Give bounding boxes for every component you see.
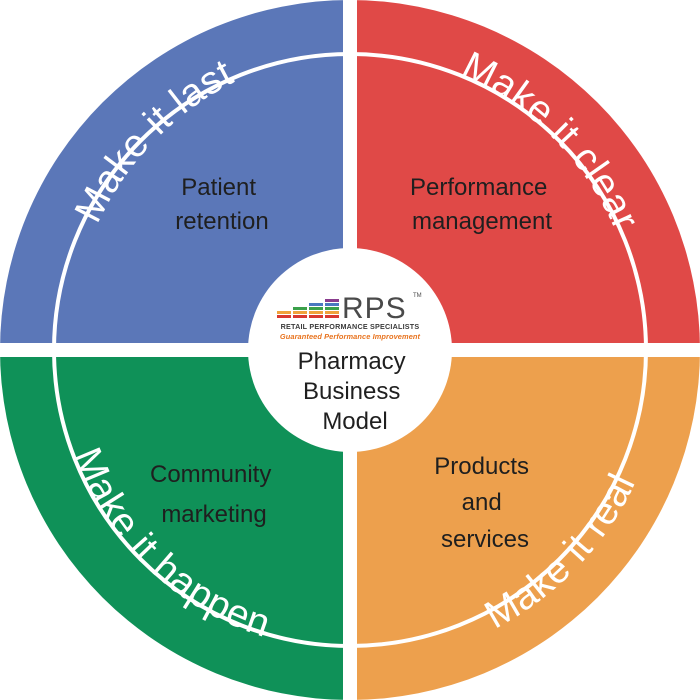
center-title-line: Pharmacy	[298, 348, 406, 375]
quadrant-top-left	[0, 0, 350, 350]
center-title: Pharmacy Business Model	[298, 348, 413, 435]
inner-label-line: services	[441, 526, 529, 553]
inner-label-line: Community	[150, 461, 271, 488]
inner-label-line: retention	[175, 208, 268, 235]
center-title-line: Model	[322, 408, 387, 435]
logo-trademark: TM	[413, 293, 422, 299]
logo-bars-icon	[277, 299, 339, 318]
inner-label-line: marketing	[161, 501, 266, 528]
center-hub	[248, 248, 452, 452]
inner-label-line: Performance	[410, 174, 547, 201]
inner-label-bottom-right: Products and services	[434, 453, 535, 553]
logo-subtitle: RETAIL PERFORMANCE SPECIALISTS	[281, 322, 420, 331]
inner-label-line: and	[462, 489, 502, 516]
inner-label-line: Patient	[181, 174, 256, 201]
inner-label-bottom-left: Community marketing	[150, 461, 278, 528]
quadrant-top-right	[350, 0, 700, 350]
quadrant-bottom-left	[0, 350, 350, 700]
inner-label-top-left: Patient retention	[175, 174, 268, 235]
inner-label-top-right: Performance management	[410, 174, 554, 235]
quadrant-bottom-right	[350, 350, 700, 700]
center-title-line: Business	[303, 378, 400, 405]
inner-label-line: Products	[434, 453, 529, 480]
logo-wordmark: RPS	[342, 292, 407, 325]
rps-logo: RPS TM RETAIL PERFORMANCE SPECIALISTS Gu…	[277, 292, 422, 341]
logo-tagline: Guaranteed Performance Improvement	[280, 332, 421, 341]
inner-label-line: management	[412, 208, 552, 235]
